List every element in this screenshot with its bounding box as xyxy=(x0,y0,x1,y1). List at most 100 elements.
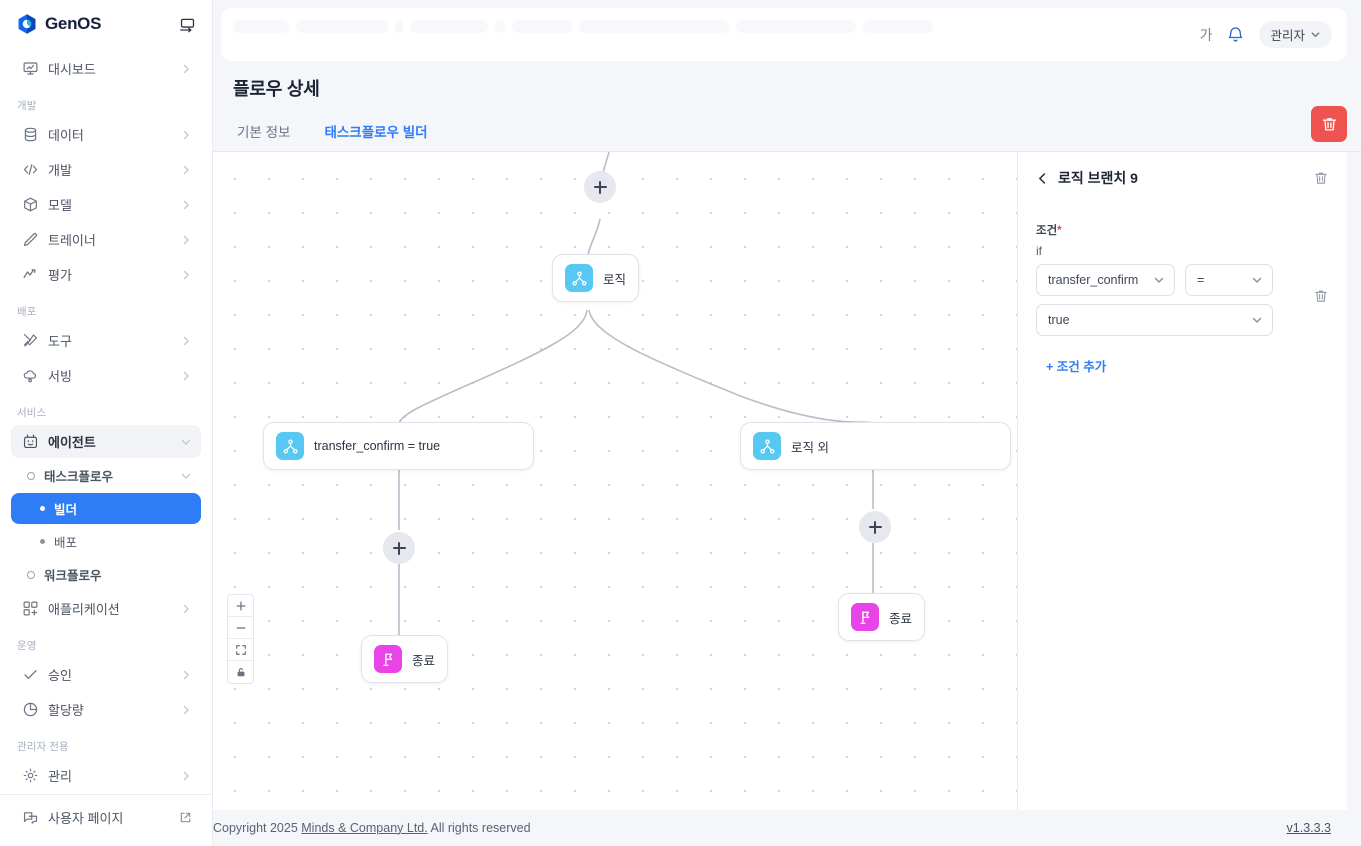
add-node-button-right[interactable] xyxy=(859,511,891,543)
required-mark: * xyxy=(1057,225,1062,237)
dot-bullet-icon xyxy=(40,539,45,544)
sidebar-item-label: 에이전트 xyxy=(48,435,96,450)
user-menu-button[interactable]: 관리자 xyxy=(1259,21,1332,48)
panel-delete-button[interactable] xyxy=(1313,170,1329,186)
flow-canvas[interactable]: 로직 transfer_confirm = true xyxy=(213,152,1018,810)
pencil-icon xyxy=(21,231,39,249)
chevron-left-icon[interactable] xyxy=(1036,172,1049,185)
sidebar-item-quota[interactable]: 할당량 xyxy=(11,693,201,726)
sidebar-item-develop[interactable]: 개발 xyxy=(11,153,201,186)
main-area: 가 관리자 플로우 상세 기본 정보 태스크플로우 빌더 xyxy=(213,0,1361,846)
sidebar-subitem-label: 워크플로우 xyxy=(44,569,102,583)
font-size-toggle[interactable]: 가 xyxy=(1199,26,1213,43)
dashboard-icon xyxy=(21,60,39,78)
trash-icon xyxy=(1315,172,1327,184)
add-condition-button[interactable]: + 조건 추가 xyxy=(1046,360,1107,374)
sidebar-footer: 사용자 페이지 xyxy=(0,794,212,846)
flow-node-branch-else[interactable]: 로직 외 xyxy=(740,422,1011,470)
sidebar-item-label: 데이터 xyxy=(48,128,84,143)
quota-clock-icon xyxy=(21,701,39,719)
sidebar-item-agent[interactable]: 에이전트 xyxy=(11,425,201,458)
logic-branch-icon xyxy=(276,432,304,460)
copyright-prefix: Copyright 2025 xyxy=(213,821,302,835)
sidebar-subitem-label: 태스크플로우 xyxy=(44,470,114,484)
delete-flow-button[interactable] xyxy=(1311,106,1347,142)
add-node-button-left[interactable] xyxy=(383,532,415,564)
database-icon xyxy=(21,126,39,144)
sidebar-item-user-page[interactable]: 사용자 페이지 xyxy=(11,801,201,834)
sidebar-item-management[interactable]: 관리 xyxy=(11,759,201,792)
flow-node-branch-true[interactable]: transfer_confirm = true xyxy=(263,422,534,470)
breadcrumb-placeholder xyxy=(233,20,933,33)
sidebar-item-label: 서빙 xyxy=(48,369,72,384)
condition-delete-button[interactable] xyxy=(1313,288,1329,304)
bell-icon[interactable] xyxy=(1226,25,1245,44)
sidebar-group-label-service: 서비스 xyxy=(17,407,47,419)
topbar-actions: 가 관리자 xyxy=(1200,21,1332,48)
condition-row-top: transfer_confirm = xyxy=(1036,264,1303,296)
add-node-button-top[interactable] xyxy=(584,171,616,203)
version-link[interactable]: v1.3.3.3 xyxy=(1286,821,1331,835)
sidebar-item-label: 승인 xyxy=(48,668,72,683)
brand-logo[interactable]: GenOS xyxy=(16,13,101,35)
sidebar-item-evaluation[interactable]: 평가 xyxy=(11,258,201,291)
panel-title-group: 로직 브랜치 9 xyxy=(1036,168,1138,188)
condition-operator-select[interactable]: = xyxy=(1185,264,1273,296)
fit-view-icon xyxy=(235,644,246,655)
company-link[interactable]: Minds & Company Ltd. xyxy=(301,821,428,835)
node-properties-panel: 로직 브랜치 9 조건* if xyxy=(1018,152,1347,810)
sidebar-item-serving[interactable]: 서빙 xyxy=(11,359,201,392)
page-header: 플로우 상세 xyxy=(213,61,1361,101)
sidebar-collapse-icon[interactable] xyxy=(176,13,198,35)
trash-icon xyxy=(1315,290,1327,302)
tools-icon xyxy=(21,332,39,350)
sidebar-subitem-taskflow[interactable]: 태스크플로우 xyxy=(11,460,201,491)
chevron-down-icon xyxy=(1243,274,1263,286)
chevron-down-icon xyxy=(1311,32,1320,38)
sidebar-item-builder[interactable]: 빌더 xyxy=(11,493,201,524)
minus-icon xyxy=(236,626,245,629)
flag-end-icon xyxy=(374,645,402,673)
sidebar-item-label: 애플리케이션 xyxy=(48,602,120,617)
chevron-right-icon xyxy=(180,669,192,681)
zoom-out-button[interactable] xyxy=(228,617,253,639)
zoom-in-button[interactable] xyxy=(228,595,253,617)
sidebar-item-model[interactable]: 모델 xyxy=(11,188,201,221)
flow-node-end-left[interactable]: 종료 xyxy=(361,635,449,683)
sidebar-item-dashboard[interactable]: 대시보드 xyxy=(11,52,201,85)
brand-name: GenOS xyxy=(45,14,102,33)
flow-node-end-right[interactable]: 종료 xyxy=(838,593,926,641)
chevron-right-icon xyxy=(180,63,192,75)
sidebar-item-deploy[interactable]: 배포 xyxy=(11,526,201,557)
external-link-icon[interactable] xyxy=(179,811,192,824)
user-name: 관리자 xyxy=(1270,29,1305,43)
fit-view-button[interactable] xyxy=(228,639,253,661)
logic-branch-icon xyxy=(753,432,781,460)
condition-row: transfer_confirm = xyxy=(1036,264,1329,336)
lock-button[interactable] xyxy=(228,661,253,683)
chevron-down-icon xyxy=(180,470,201,482)
ring-bullet-icon xyxy=(27,471,35,480)
footer: Copyright 2025 Minds & Company Ltd. All … xyxy=(213,810,1347,846)
sidebar-item-approval[interactable]: 승인 xyxy=(11,658,201,691)
sidebar-item-data[interactable]: 데이터 xyxy=(11,118,201,151)
sidebar-item-application[interactable]: 애플리케이션 xyxy=(11,592,201,625)
flag-end-icon xyxy=(851,603,879,631)
tab-taskflow-builder[interactable]: 태스크플로우 빌더 xyxy=(320,121,432,153)
condition-value-select[interactable]: true xyxy=(1036,304,1273,336)
sidebar-item-tools[interactable]: 도구 xyxy=(11,324,201,357)
sidebar-subitem-workflow[interactable]: 워크플로우 xyxy=(11,559,201,590)
tab-basic-info[interactable]: 기본 정보 xyxy=(237,125,291,140)
flow-node-logic[interactable]: 로직 xyxy=(552,254,640,302)
flow-node-label: transfer_confirm = true xyxy=(314,439,441,453)
cloud-icon xyxy=(21,367,39,385)
sidebar: GenOS 대시보드 xyxy=(0,0,213,846)
logic-branch-icon xyxy=(565,264,593,292)
page-title: 플로우 상세 xyxy=(233,79,320,99)
sidebar-item-trainer[interactable]: 트레이너 xyxy=(11,223,201,256)
sidebar-leaf-label: 빌더 xyxy=(54,503,78,517)
gear-icon xyxy=(21,767,39,785)
chevron-down-icon xyxy=(180,436,192,448)
taskflow-builder: 로직 transfer_confirm = true xyxy=(213,152,1347,810)
condition-variable-select[interactable]: transfer_confirm xyxy=(1036,264,1175,296)
